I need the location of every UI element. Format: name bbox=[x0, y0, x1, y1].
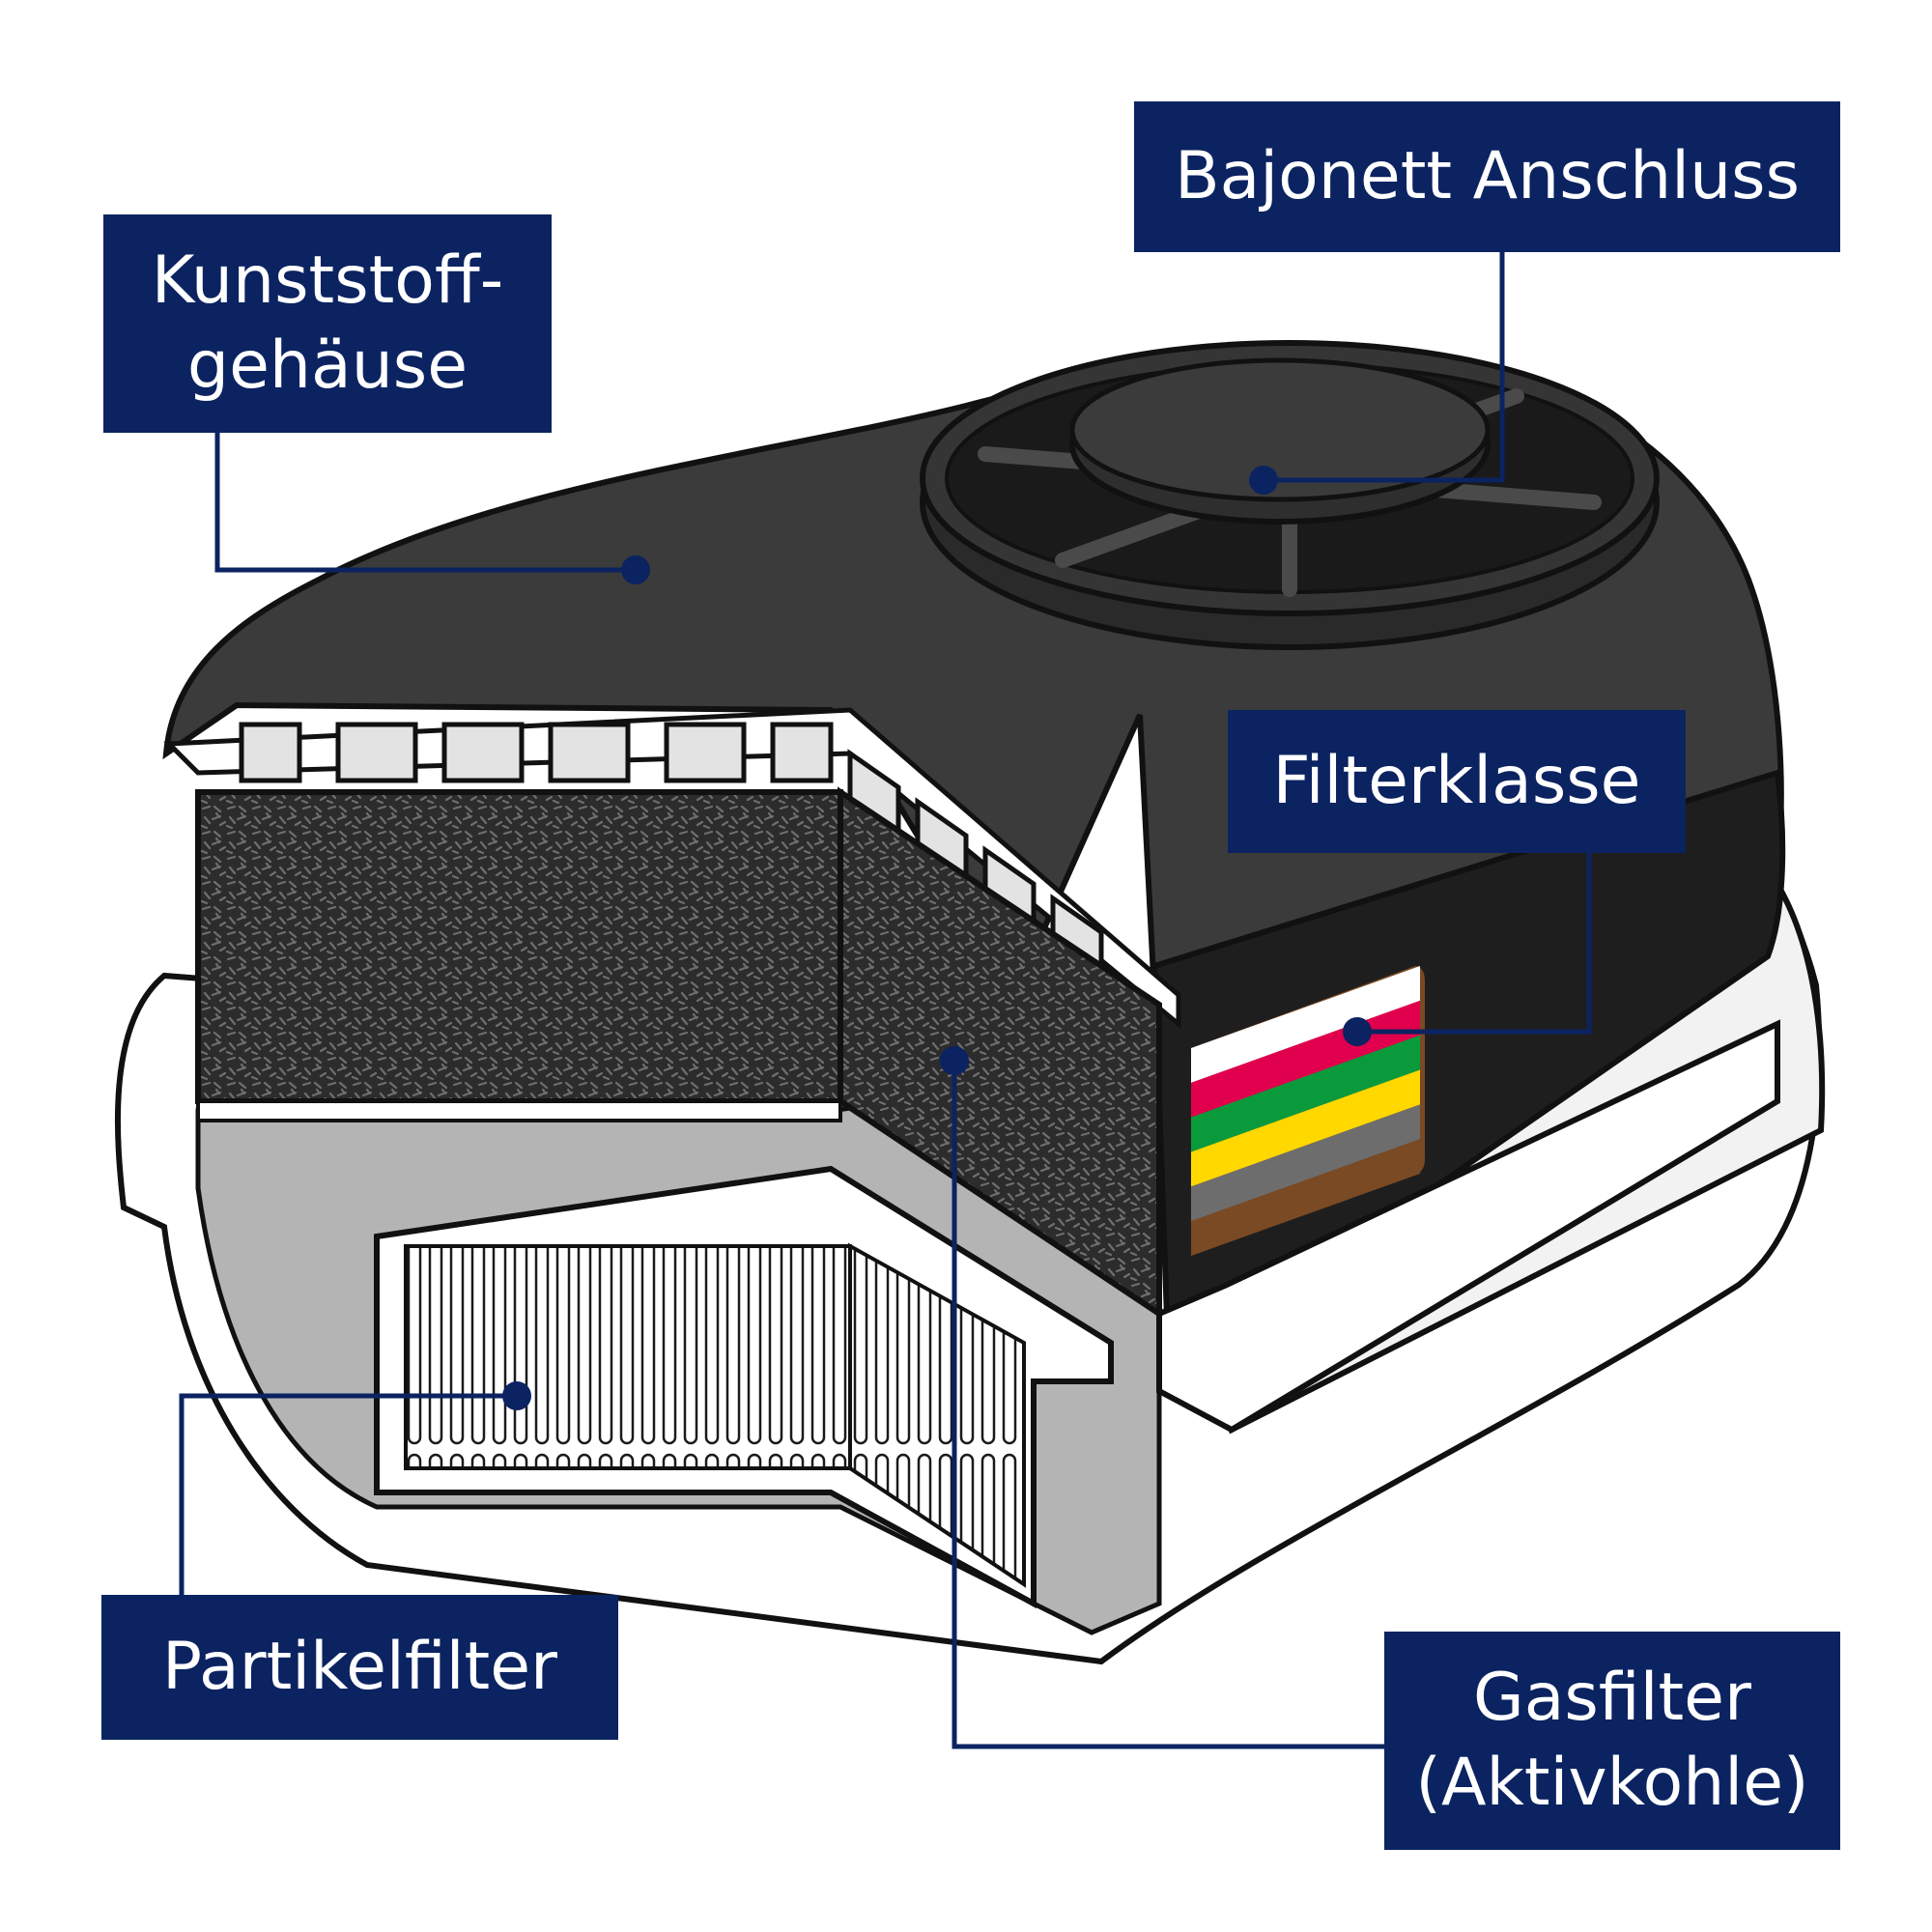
filter-class-stripe bbox=[1191, 1139, 1420, 1256]
label-filter-class: Filterklasse bbox=[1228, 710, 1686, 853]
dot-particle bbox=[502, 1381, 531, 1410]
leader-housing bbox=[214, 433, 636, 573]
label-bayonet: Bajonett Anschluss bbox=[1134, 101, 1840, 252]
label-bayonet-text: Bajonett Anschluss bbox=[1174, 137, 1801, 214]
leader-dots bbox=[502, 466, 1372, 1410]
leader-lines bbox=[179, 252, 1592, 1749]
filter-class-stripe bbox=[1191, 1104, 1420, 1222]
gas-filter-carbon bbox=[195, 786, 1162, 1320]
dot-filter-class bbox=[1343, 1017, 1372, 1046]
label-housing: Kunststoff- gehäuse bbox=[103, 214, 552, 433]
bayonet-connector bbox=[920, 340, 1660, 650]
housing-ribs bbox=[163, 707, 1181, 1030]
leader-particle bbox=[179, 1393, 517, 1595]
label-housing-line-2: gehäuse bbox=[186, 327, 469, 404]
dot-gas bbox=[940, 1046, 969, 1075]
label-particle-filter: Partikelfilter bbox=[101, 1595, 618, 1740]
filter-class-stripe bbox=[1191, 1035, 1420, 1152]
particle-filter-pleats bbox=[374, 1165, 1114, 1609]
dot-bayonet bbox=[1249, 466, 1278, 495]
dot-housing bbox=[621, 555, 650, 584]
leader-filter-class bbox=[1352, 853, 1592, 1035]
label-housing-line-1: Kunststoff- bbox=[151, 242, 504, 319]
leader-bayonet bbox=[1264, 252, 1505, 483]
label-gas-filter: Gasfilter (Aktivkohle) bbox=[1384, 1632, 1840, 1850]
label-gas-filter-line-2: (Aktivkohle) bbox=[1415, 1745, 1809, 1821]
right-rim bbox=[1156, 1019, 1780, 1434]
leader-gas bbox=[952, 1061, 1384, 1749]
filter-class-stripe bbox=[1191, 1069, 1420, 1187]
label-filter-class-text: Filterklasse bbox=[1272, 742, 1641, 819]
label-gas-filter-line-1: Gasfilter bbox=[1473, 1659, 1751, 1736]
filter-class-stripe bbox=[1191, 966, 1420, 1083]
label-particle-filter-text: Partikelfilter bbox=[162, 1628, 557, 1705]
